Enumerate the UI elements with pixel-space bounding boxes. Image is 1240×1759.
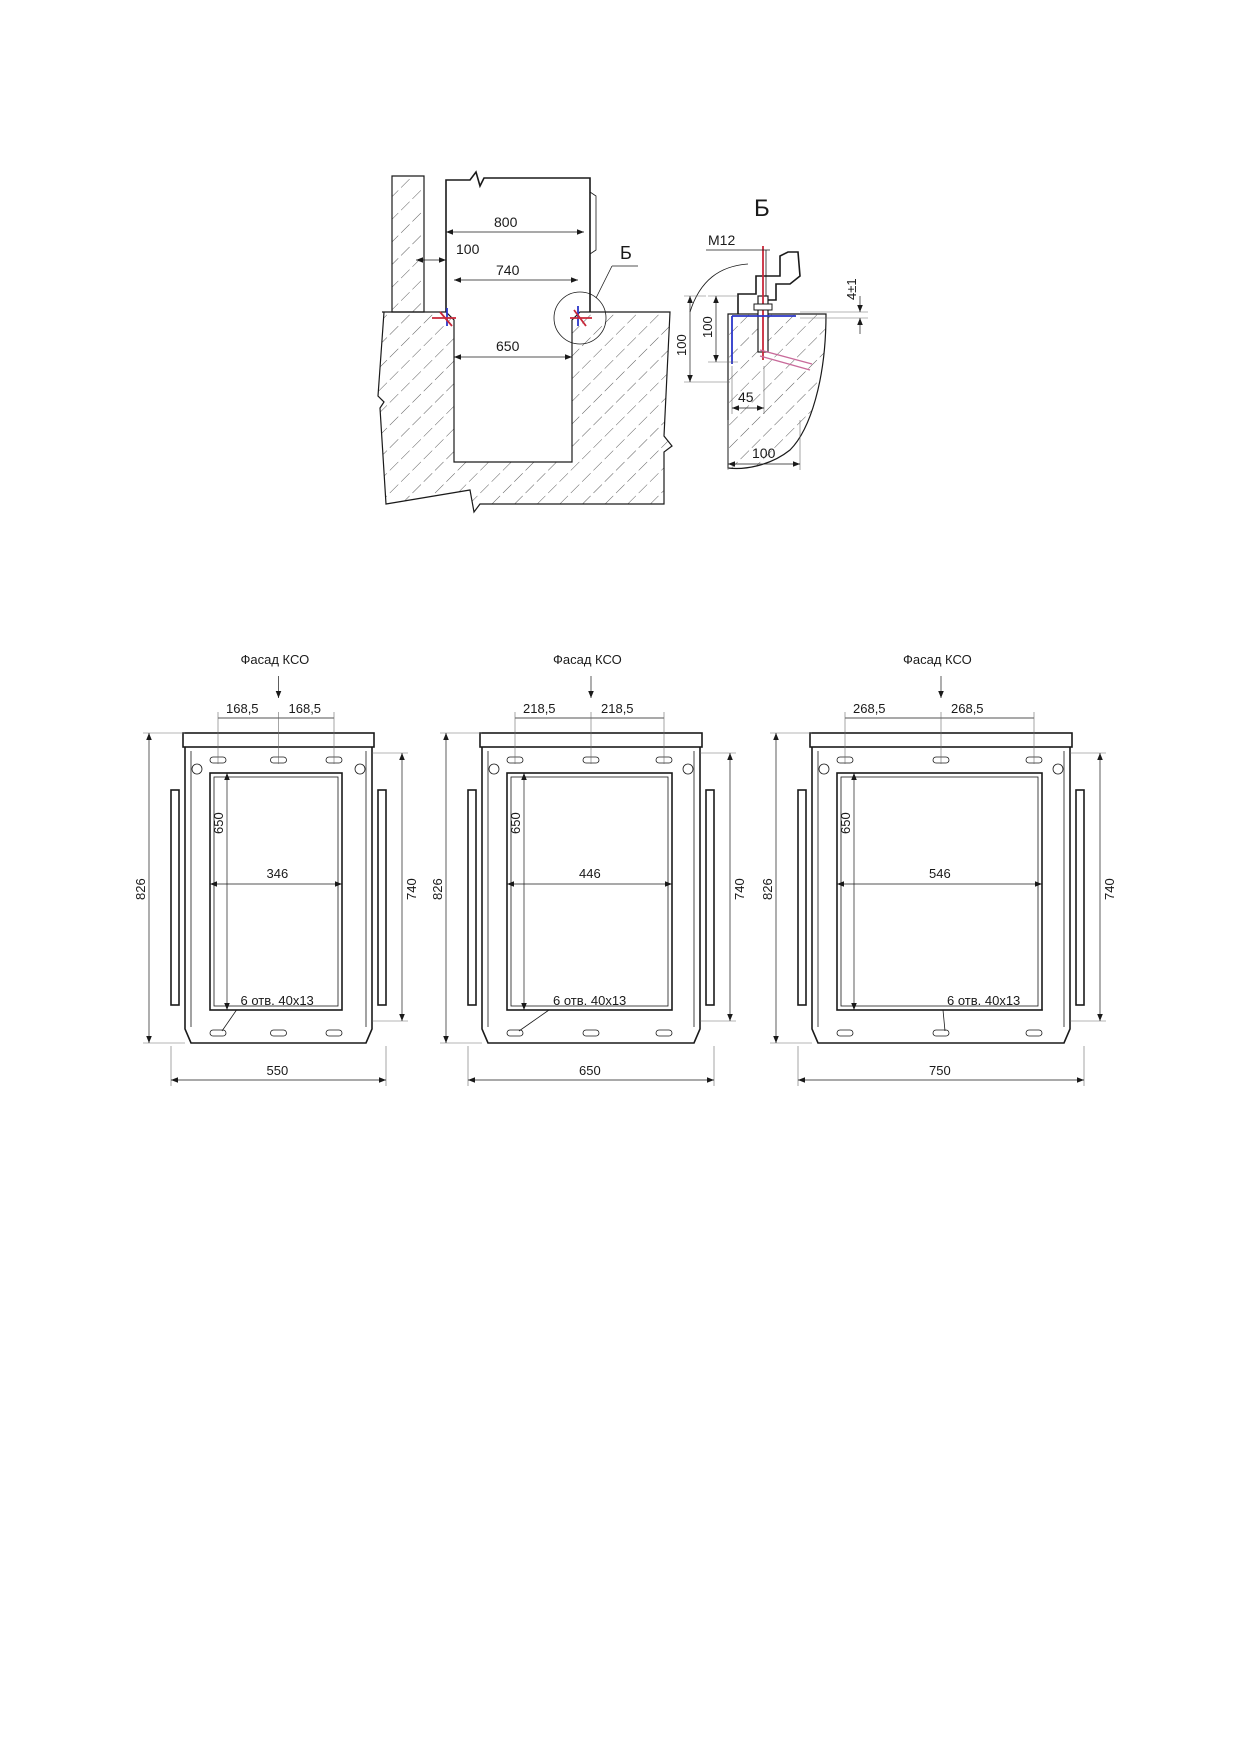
slot-hole: [655, 1029, 673, 1037]
slot-hole: [270, 1029, 287, 1037]
fixing-left: [432, 308, 456, 327]
opening: [209, 772, 343, 1011]
total-height: 826: [430, 878, 445, 900]
pitch-left: 268,5: [853, 701, 886, 716]
dim-100-bottom: 100: [752, 445, 776, 461]
holes-leader: [221, 1009, 237, 1032]
frame-inner-edge: [487, 751, 695, 1027]
total-width: 750: [929, 1063, 951, 1078]
bracket-profile: [737, 251, 801, 314]
slot-hole: [836, 1029, 854, 1037]
rail-right: [377, 789, 387, 1006]
cabinet-outline: [445, 170, 597, 312]
rail-left: [797, 789, 807, 1006]
holes-label: 6 отв. 40х13: [947, 993, 1020, 1008]
rail-left: [467, 789, 477, 1006]
slot-hole: [1025, 1029, 1043, 1037]
section-view: Б 800 100 740 650: [377, 170, 673, 514]
detail-ground: [727, 313, 827, 470]
total-width: 650: [579, 1063, 601, 1078]
frame-inner-edge: [817, 751, 1065, 1027]
opening-inner: [213, 776, 339, 1007]
frame-outline: [481, 747, 701, 1044]
dim-100-inner: 100: [700, 316, 715, 338]
opening: [506, 772, 673, 1011]
facade-label: Фасад КСО: [553, 652, 622, 667]
detail-callout-circle: [553, 291, 607, 345]
corner-hole: [191, 763, 203, 775]
pitch-right: 218,5: [601, 701, 634, 716]
opening-inner: [840, 776, 1039, 1007]
pitch-right: 268,5: [951, 701, 984, 716]
slot-hole: [209, 1029, 227, 1037]
frame-plan-2: Фасад КСО 218,5 218,5 650 446 826 740 6 отв. 40…: [430, 652, 747, 1086]
frame-outline: [811, 747, 1071, 1044]
opening-width: 346: [267, 866, 289, 881]
corner-hole: [354, 763, 366, 775]
dim-800: 800: [494, 214, 518, 230]
facade-label: Фасад КСО: [241, 652, 310, 667]
nut: [753, 303, 773, 311]
total-width: 550: [267, 1063, 289, 1078]
holes-label: 6 отв. 40х13: [553, 993, 626, 1008]
pitch-right: 168,5: [289, 701, 322, 716]
holes-label: 6 отв. 40х13: [241, 993, 314, 1008]
total-height: 826: [760, 878, 775, 900]
opening-height: 650: [838, 812, 853, 834]
frame-plans: Фасад КСО 168,5 168,5 650 346 826 740 6 отв. 40…: [133, 652, 1117, 1086]
frame-outline: [184, 747, 373, 1044]
frame-plan-3: Фасад КСО 268,5 268,5 650 546 826 740 6 отв. 40…: [760, 652, 1117, 1086]
side-height: 740: [1102, 878, 1117, 900]
floor-hatched: [377, 311, 673, 514]
wall-hatched: [391, 175, 425, 313]
facade-label: Фасад КСО: [903, 652, 972, 667]
dim-100: 100: [456, 241, 480, 257]
tolerance-label: 4±1: [844, 278, 859, 300]
callout-leader: [595, 265, 613, 299]
opening-height: 650: [211, 812, 226, 834]
pitch-left: 218,5: [523, 701, 556, 716]
dim-740: 740: [496, 262, 520, 278]
holes-leader: [518, 1009, 550, 1032]
detail-boundary-arc: [689, 263, 749, 313]
corner-hole: [818, 763, 830, 775]
side-height: 740: [404, 878, 419, 900]
slot-hole: [506, 1029, 524, 1037]
slot-hole: [932, 1029, 950, 1037]
detail-view: Б М12 4±1 100 100: [674, 195, 868, 470]
slot-hole: [582, 1029, 600, 1037]
dim-650: 650: [496, 338, 520, 354]
corner-hole: [1052, 763, 1064, 775]
corner-hole: [488, 763, 500, 775]
frame-plan-1: Фасад КСО 168,5 168,5 650 346 826 740 6 отв. 40…: [133, 652, 419, 1086]
holes-leader: [942, 1009, 946, 1032]
opening-width: 446: [579, 866, 601, 881]
bolt-label: М12: [708, 232, 735, 248]
corner-hole: [682, 763, 694, 775]
side-height: 740: [732, 878, 747, 900]
opening-width: 546: [929, 866, 951, 881]
total-height: 826: [133, 878, 148, 900]
fixing-right: [570, 306, 592, 327]
rail-left: [170, 789, 180, 1006]
opening: [836, 772, 1043, 1011]
rail-right: [705, 789, 715, 1006]
rail-right: [1075, 789, 1085, 1006]
pitch-left: 168,5: [226, 701, 259, 716]
slot-hole: [325, 1029, 343, 1037]
callout-label: Б: [620, 243, 632, 263]
detail-title: Б: [754, 195, 770, 222]
opening-height: 650: [508, 812, 523, 834]
anchor-pink: [759, 349, 813, 365]
frame-inner-edge: [190, 751, 367, 1027]
dim-100-outer: 100: [674, 334, 689, 356]
dim-45: 45: [738, 389, 754, 405]
opening-inner: [510, 776, 669, 1007]
